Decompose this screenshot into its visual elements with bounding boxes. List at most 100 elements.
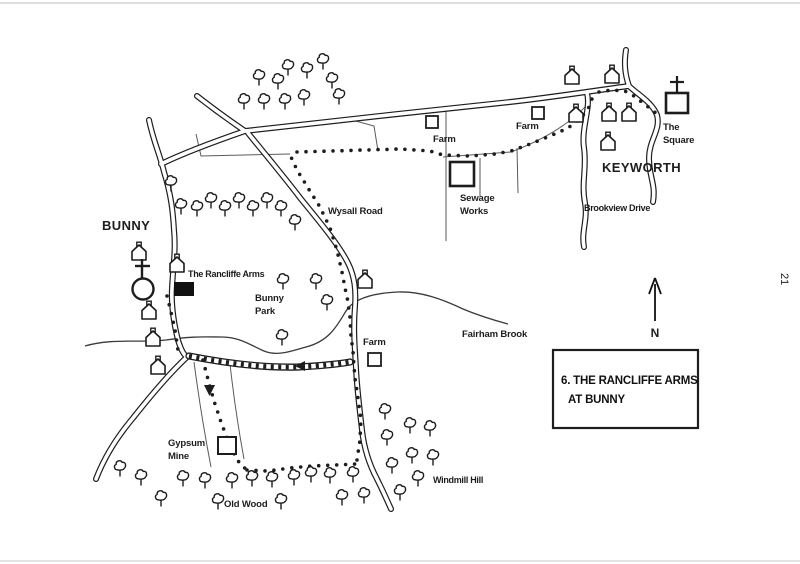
label-sewage-works: Sewage <box>460 193 494 204</box>
landmarks <box>131 76 690 455</box>
tree-icon <box>316 53 330 70</box>
walled-track <box>185 352 354 371</box>
tree-icon <box>257 93 271 110</box>
tree-icon <box>174 198 188 215</box>
fairham-brook-line <box>84 291 509 354</box>
label-brookview-drive: Brookview Drive <box>584 203 650 213</box>
house-icon <box>150 355 166 375</box>
tree-icon <box>134 469 148 486</box>
label-keyworth: KEYWORTH <box>602 160 681 175</box>
title-box: 6. THE RANCLIFFE ARMS AT BUNNY <box>551 348 700 430</box>
tree-icon <box>297 89 311 106</box>
label-the-square: The <box>663 122 679 133</box>
tree-icon <box>211 493 225 510</box>
tree-icon <box>218 200 232 217</box>
label-wysall-road: Wysall Road <box>328 206 383 217</box>
house-icon <box>621 102 637 122</box>
tree-icon <box>154 490 168 507</box>
tree-icon <box>332 88 346 105</box>
woodland <box>113 53 440 510</box>
house-icon <box>131 241 147 261</box>
tree-icon <box>309 273 323 290</box>
tree-icon <box>276 273 290 290</box>
tree-icon <box>357 487 371 504</box>
label-rancliffe-arms: The Rancliffe Arms <box>188 269 265 279</box>
house-icon <box>564 65 580 85</box>
label-fairham-brook: Fairham Brook <box>462 329 528 340</box>
tree-icon <box>225 472 239 489</box>
map-title-line2: AT BUNNY <box>568 394 625 406</box>
tree-icon <box>274 493 288 510</box>
label-bunny-park: Bunny <box>255 293 285 304</box>
label-bunny-park-2: Park <box>255 306 276 317</box>
gypsum-mine-icon <box>217 436 237 455</box>
tree-icon <box>335 489 349 506</box>
house-icon <box>357 269 373 289</box>
label-farm-west: Farm <box>433 134 456 145</box>
tree-icon <box>385 457 399 474</box>
north-label: N <box>651 326 660 340</box>
page-number: 21 <box>778 273 790 285</box>
tree-icon <box>260 192 274 209</box>
tree-icon <box>320 294 334 311</box>
map-labels: BUNNY KEYWORTH The Square Brookview Driv… <box>102 121 694 510</box>
tree-icon <box>237 93 251 110</box>
tree-icon <box>232 192 246 209</box>
tree-icon <box>176 470 190 487</box>
tree-icon <box>252 69 266 86</box>
tree-icon <box>411 470 425 487</box>
tree-icon <box>346 466 360 483</box>
walking-route-dots <box>165 88 657 473</box>
tree-icon <box>403 417 417 434</box>
route-arrow-south-icon <box>204 385 215 396</box>
label-sewage-works-2: Works <box>460 206 488 217</box>
farm-south-icon <box>367 352 382 367</box>
house-icon <box>141 300 157 320</box>
tree-icon <box>288 214 302 231</box>
tree-icon <box>190 200 204 217</box>
tree-icon <box>281 59 295 76</box>
farm-west-icon <box>425 115 439 129</box>
tree-icon <box>275 329 289 346</box>
sewage-works-icon <box>448 160 476 188</box>
tree-icon <box>300 62 314 79</box>
house-icon <box>604 64 620 84</box>
tree-icon <box>378 403 392 420</box>
tree-icon <box>304 466 318 483</box>
tree-icon <box>271 73 285 90</box>
label-the-square-2: Square <box>663 135 694 146</box>
label-bunny: BUNNY <box>102 218 150 233</box>
label-windmill-hill: Windmill Hill <box>433 475 483 485</box>
tree-icon <box>246 200 260 217</box>
tree-icon <box>245 470 259 487</box>
tree-icon <box>423 420 437 437</box>
tree-icon <box>325 72 339 89</box>
tree-icon <box>113 460 127 477</box>
houses <box>131 64 637 375</box>
tree-icon <box>405 447 419 464</box>
house-icon <box>568 103 584 123</box>
label-old-wood: Old Wood <box>224 499 268 510</box>
tree-icon <box>274 200 288 217</box>
route-arrow-west-icon <box>295 361 305 371</box>
field-boundaries <box>193 98 593 468</box>
house-icon <box>145 327 161 347</box>
rancliffe-arms-icon <box>174 282 194 296</box>
tree-icon <box>278 93 292 110</box>
tree-icon <box>393 484 407 501</box>
house-icon <box>600 131 616 151</box>
tree-icon <box>380 429 394 446</box>
tree-icon <box>204 192 218 209</box>
label-farm-east: Farm <box>516 121 539 132</box>
farm-east-icon <box>531 106 545 120</box>
house-icon <box>169 253 185 273</box>
bunny-church-icon <box>131 259 155 301</box>
tree-icon <box>426 449 440 466</box>
label-farm-south: Farm <box>363 337 386 348</box>
tree-icon <box>323 467 337 484</box>
label-gypsum-mine: Gypsum <box>168 438 205 449</box>
label-gypsum-mine-2: Mine <box>168 451 189 462</box>
tree-icon <box>265 471 279 488</box>
